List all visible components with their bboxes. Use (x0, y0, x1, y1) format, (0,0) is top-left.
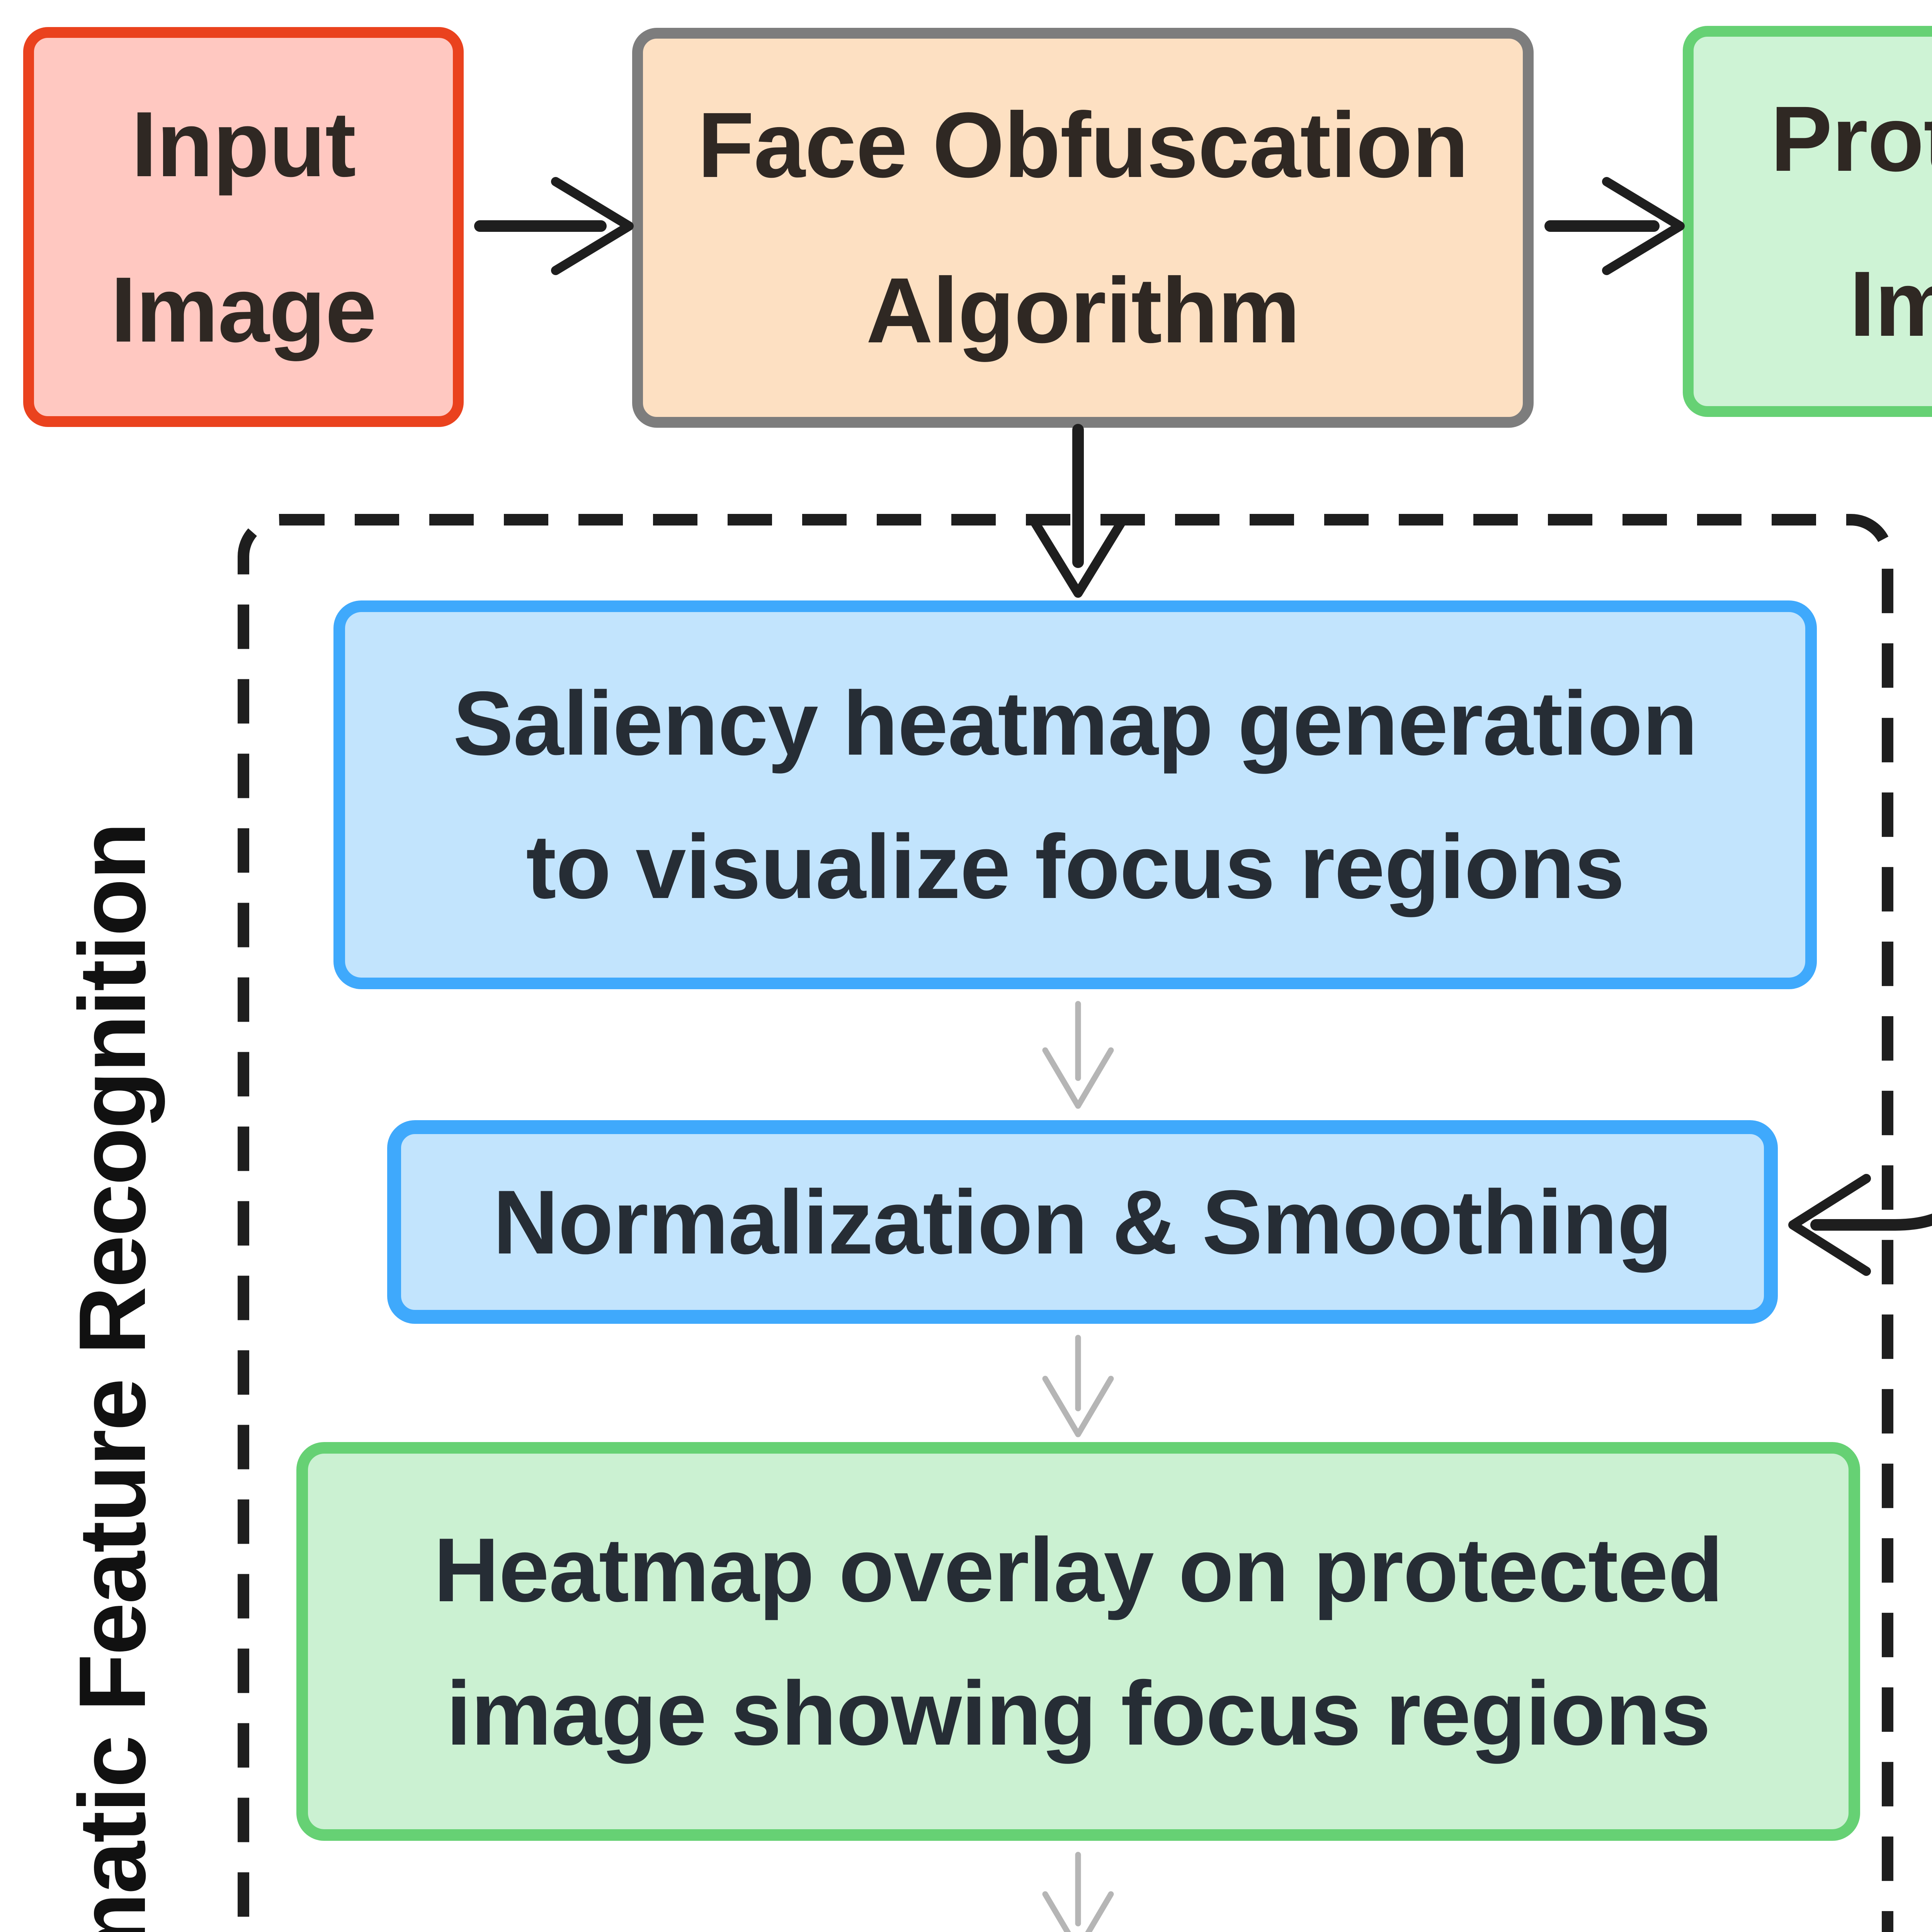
arrow-face-to-protected (1544, 177, 1685, 275)
protected-image-label-line2: Image (1849, 252, 1932, 355)
heatmap-overlay-label-line1: Heatmap overlay on protected (434, 1519, 1723, 1621)
protected-image-label-line1: Protected (1770, 87, 1932, 190)
face-obfuscation-label-line1: Face Obfuscation (697, 93, 1469, 197)
normalization-smoothing-node: Normalization & Smoothing (387, 1120, 1778, 1324)
saliency-heatmap-label-line1: Saliency heatmap generation (453, 672, 1697, 774)
saliency-heatmap-label-line2: to visualize focus regions (526, 816, 1625, 917)
arrow-heatmap-to-mediapipe (1042, 1852, 1114, 1932)
automatic-feature-recognition-label: Automatic Feature Recognition (59, 823, 165, 1932)
input-image-label-line2: Image (111, 257, 377, 361)
heatmap-overlay-label-line2: image showing focus regions (446, 1662, 1711, 1764)
arrow-face-to-saliency (1030, 424, 1126, 598)
saliency-heatmap-node: Saliency heatmap generation to visualize… (333, 600, 1817, 989)
heatmap-overlay-node: Heatmap overlay on protected image showi… (296, 1442, 1860, 1841)
input-image-node: Input Image (23, 27, 464, 427)
arrow-normalization-to-heatmap (1042, 1335, 1114, 1437)
protected-image-node: Protected Image (1683, 26, 1932, 417)
arrow-input-to-face (474, 177, 634, 275)
input-image-label-line1: Input (131, 92, 356, 196)
face-obfuscation-node: Face Obfuscation Algorithm (632, 28, 1534, 428)
arrow-saliency-to-normalization (1042, 1001, 1114, 1109)
face-obfuscation-label-line2: Algorithm (866, 258, 1300, 362)
normalization-smoothing-label: Normalization & Smoothing (493, 1171, 1673, 1273)
